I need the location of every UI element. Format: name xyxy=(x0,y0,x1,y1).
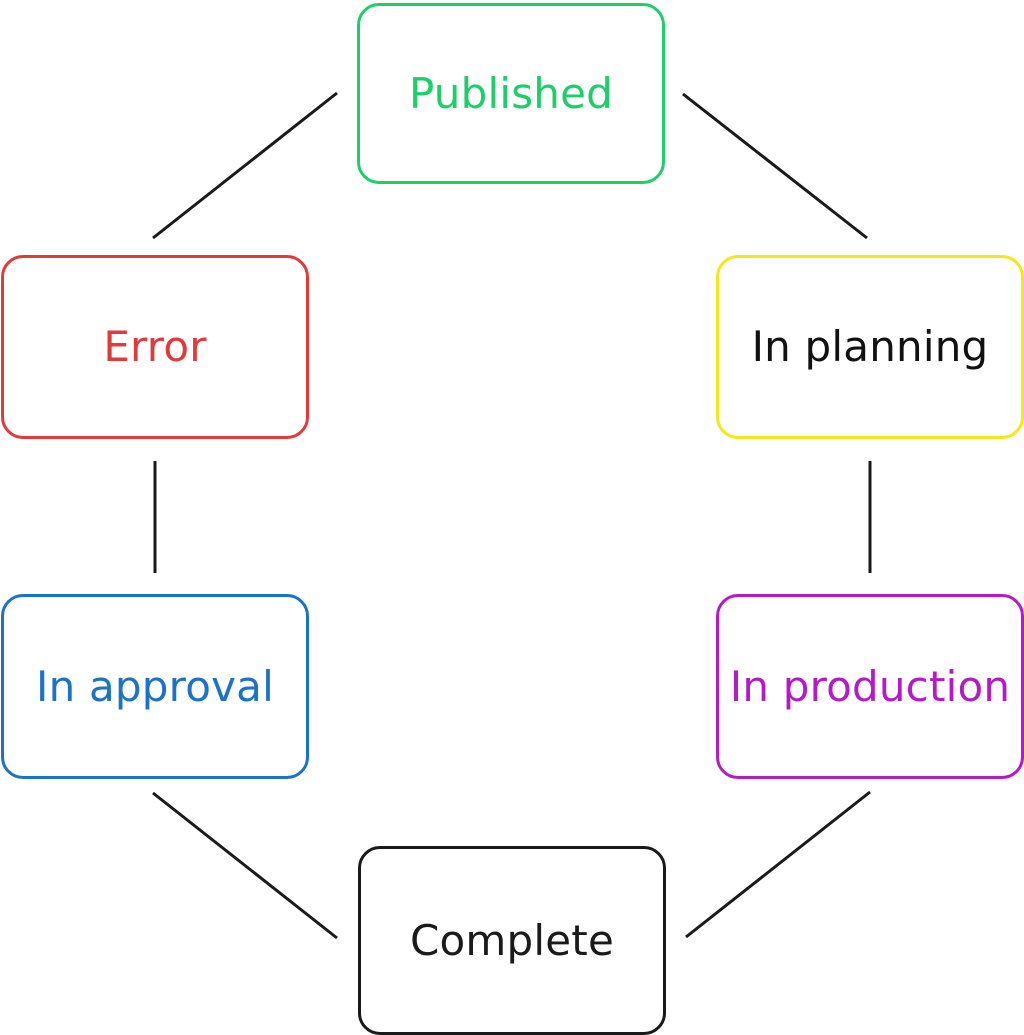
connector-published-to-in-planning xyxy=(682,92,868,240)
node-in-approval[interactable]: In approval xyxy=(1,594,309,779)
connector-in-approval-to-complete xyxy=(152,791,338,940)
connector-published-to-error xyxy=(152,91,338,240)
node-in-planning[interactable]: In planning xyxy=(716,255,1024,439)
node-in-production-label: In production xyxy=(729,661,1011,711)
node-in-production[interactable]: In production xyxy=(716,594,1024,779)
node-published[interactable]: Published xyxy=(357,3,665,184)
node-published-label: Published xyxy=(408,68,613,118)
connector-in-production-to-complete xyxy=(685,790,871,939)
node-in-planning-label: In planning xyxy=(751,322,989,371)
node-complete[interactable]: Complete xyxy=(358,846,666,1035)
node-error[interactable]: Error xyxy=(1,255,309,439)
node-in-approval-label: In approval xyxy=(36,661,274,711)
node-error-label: Error xyxy=(103,322,207,371)
node-complete-label: Complete xyxy=(409,915,614,965)
